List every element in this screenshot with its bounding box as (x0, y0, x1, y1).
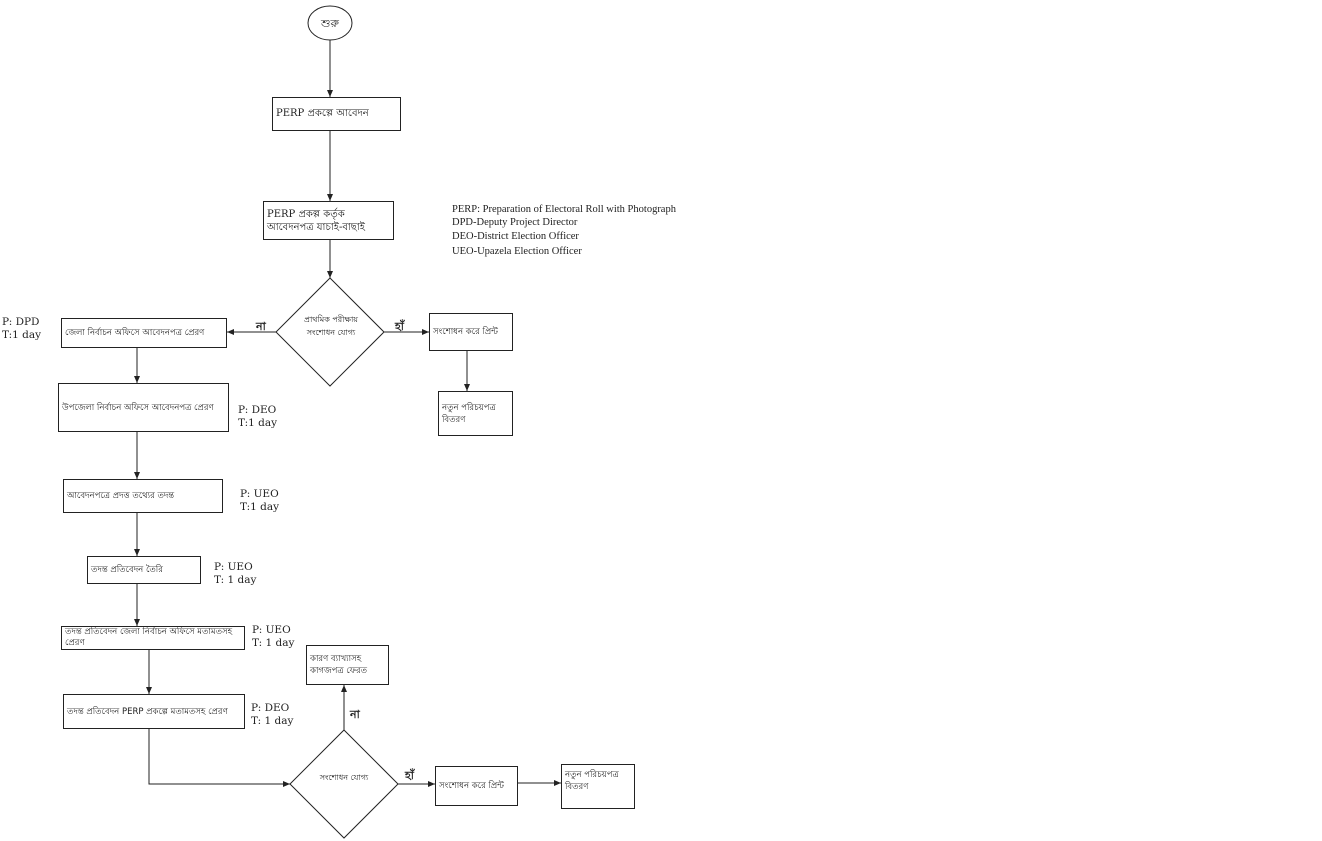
annotation-ueo-2-t: T: 1 day (214, 574, 257, 586)
legend-item: UEO-Upazela Election Officer (452, 245, 582, 257)
annotation-ueo-2: P: UEO T: 1 day (214, 561, 256, 587)
annotation-ueo-3: P: UEO T: 1 day (252, 624, 294, 650)
arrow-toperp-decision2 (148, 729, 290, 787)
step-apply: PERP প্রকল্পে আবেদন (272, 97, 401, 131)
step-distribute-1-label: নতুন পরিচয়পত্র বিতরণ (442, 402, 496, 425)
step-correct-print-1-label: সংশোধন করে প্রিন্ট (433, 327, 498, 337)
annotation-ueo-1-p: P: UEO (240, 488, 279, 500)
legend: PERP: Preparation of Electoral Roll with… (452, 203, 676, 259)
step-correct-print-2-label: সংশোধন করে প্রিন্ট (439, 781, 504, 791)
decision2-shape (289, 729, 399, 839)
step-verify-label: PERP প্রকল্প কর্তৃক আবেদনপত্র যাচাই-বাছা… (267, 208, 365, 233)
step-send-district: জেলা নির্বাচন অফিসে আবেদনপত্র প্রেরণ (61, 318, 227, 348)
step-distribute-2-label: নতুন পরিচয়পত্র বিতরণ (565, 770, 619, 792)
annotation-deo-1: P: DEO T:1 day (238, 404, 277, 430)
branch-yes-1: হাঁ (395, 320, 404, 333)
step-correct-print-2: সংশোধন করে প্রিন্ট (435, 766, 518, 806)
step-send-district-label: জেলা নির্বাচন অফিসে আবেদনপত্র প্রেরণ (65, 328, 205, 338)
annotation-deo-2-t: T: 1 day (251, 715, 294, 727)
annotation-dpd: P: DPD T:1 day (2, 316, 41, 342)
decision2-label: সংশোধন যোগ্য (319, 773, 369, 782)
step-report-label: তদন্ত প্রতিবেদন তৈরি (91, 565, 163, 575)
annotation-ueo-3-p: P: UEO (252, 624, 291, 636)
step-correct-print-1: সংশোধন করে প্রিন্ট (429, 313, 513, 351)
branch-yes-2: হাঁ (405, 769, 414, 782)
step-return-docs-label: কারণ ব্যাখ্যাসহ কাগজপত্র ফেরত (310, 654, 368, 676)
step-return-docs: কারণ ব্যাখ্যাসহ কাগজপত্র ফেরত (306, 645, 389, 685)
step-report: তদন্ত প্রতিবেদন তৈরি (87, 556, 201, 584)
annotation-ueo-1-t: T:1 day (240, 501, 280, 513)
step-report-to-perp-label: তদন্ত প্রতিবেদন PERP প্রকল্পে মতামতসহ প্… (67, 706, 228, 717)
legend-item: PERP: Preparation of Electoral Roll with… (452, 204, 676, 215)
step-investigate: আবেদনপত্রে প্রদত্ত তথ্যের তদন্ত (63, 479, 223, 513)
step-investigate-label: আবেদনপত্রে প্রদত্ত তথ্যের তদন্ত (67, 491, 175, 501)
step-send-upazila: উপজেলা নির্বাচন অফিসে আবেদনপত্র প্রেরণ (58, 383, 229, 432)
step-verify: PERP প্রকল্প কর্তৃক আবেদনপত্র যাচাই-বাছা… (263, 201, 394, 240)
step-distribute-2: নতুন পরিচয়পত্র বিতরণ (561, 764, 635, 809)
annotation-deo-1-p: P: DEO (238, 404, 277, 416)
annotation-ueo-2-p: P: UEO (214, 561, 253, 573)
step-distribute-1: নতুন পরিচয়পত্র বিতরণ (438, 391, 513, 436)
annotation-ueo-3-t: T: 1 day (252, 637, 295, 649)
decision1-label: প্রাথমিক পরীক্ষায় সংশোধন যোগ্য (304, 315, 358, 337)
annotation-ueo-1: P: UEO T:1 day (240, 488, 279, 514)
step-send-upazila-label: উপজেলা নির্বাচন অফিসে আবেদনপত্র প্রেরণ (62, 402, 214, 413)
annotation-dpd-p: P: DPD (2, 316, 40, 328)
annotation-dpd-t: T:1 day (2, 329, 42, 341)
start-node: শুরু (308, 15, 352, 34)
annotation-deo-1-t: T:1 day (238, 417, 278, 429)
annotation-deo-2-p: P: DEO (251, 702, 290, 714)
step-report-to-district: তদন্ত প্রতিবেদন জেলা নির্বাচন অফিসে মতাম… (61, 626, 245, 650)
legend-item: DEO-District Election Officer (452, 231, 579, 242)
start-label: শুরু (321, 17, 339, 30)
decision1-shape (275, 277, 385, 387)
annotation-deo-2: P: DEO T: 1 day (251, 702, 293, 728)
step-report-to-district-label: তদন্ত প্রতিবেদন জেলা নির্বাচন অফিসে মতাম… (65, 627, 233, 648)
step-apply-label: PERP প্রকল্পে আবেদন (276, 108, 369, 119)
step-report-to-perp: তদন্ত প্রতিবেদন PERP প্রকল্পে মতামতসহ প্… (63, 694, 245, 729)
branch-no-2: না (350, 708, 360, 721)
branch-no-1: না (256, 320, 266, 333)
legend-item: DPD-Deputy Project Director (452, 216, 578, 228)
